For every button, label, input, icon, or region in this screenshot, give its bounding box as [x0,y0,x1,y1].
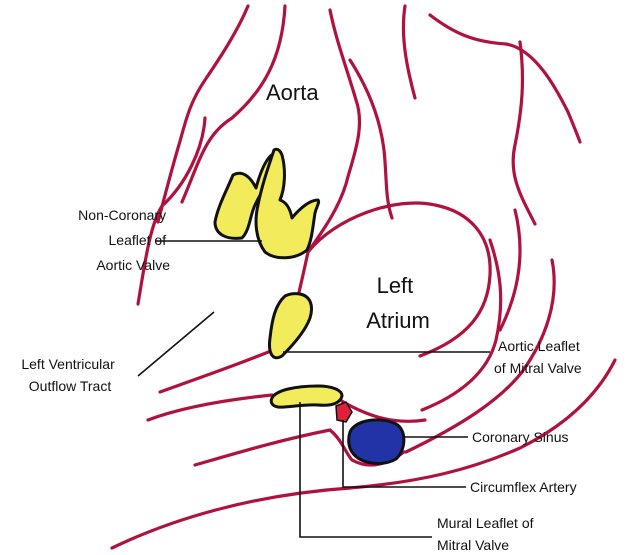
coronary-sinus-label: Coronary Sinus [472,429,569,445]
far-right-wall [404,258,556,454]
aortic-leaflet-of-mitral-valve-shape [268,292,314,360]
aorta-label: Aorta [266,80,319,105]
non-coronary-leaflet-label: Non-Coronary Leaflet of Aortic Valve [78,207,170,273]
upper-right-branch-a [348,58,394,220]
upper-right-branch-d [511,40,537,226]
aortic-valve-leaflets [213,147,321,260]
mural-leaflet-of-mitral-valve-shape [269,384,344,409]
circumflex-artery-shape [335,401,353,423]
lvot-label: Left Ventricular Outflow Tract [21,356,118,394]
lvot-floor-wall [146,393,274,422]
left-atrium-label: Left Atrium [366,273,430,333]
heart-wall-outlines [110,4,617,550]
atrial-floor-wall [338,398,427,423]
right-side-wall [420,238,503,412]
aorta-wall-right [306,8,361,254]
bottom-sweep-wall [110,358,617,550]
aortic-leaflet-mitral-label: Aortic Leaflet of Mitral Valve [494,338,584,376]
leader-circumflex [342,420,466,488]
upper-right-branch-c [428,13,582,144]
coronary-sinus-shape [347,418,406,465]
aorta-wall-upper-left [156,4,250,224]
aorta-wall-inner [180,4,287,204]
leader-mural-leaflet [299,402,432,538]
non-coronary-leaflet [254,147,321,260]
label-leader-lines [137,240,490,538]
circumflex-artery-label: Circumflex Artery [470,479,577,495]
upper-right-branch-b [401,4,417,100]
left-atrium-wall [306,201,492,358]
right-lower-branch [498,208,522,332]
aorta-wall-left-lower [136,116,207,306]
leader-lvot [137,311,215,377]
mural-leaflet-mitral-label: Mural Leaflet of Mitral Valve [437,515,537,553]
